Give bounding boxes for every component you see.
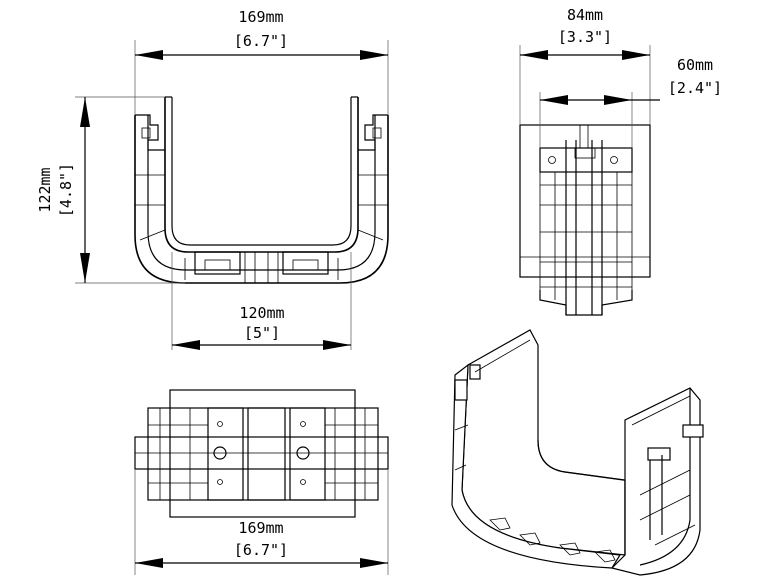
- top-width-mm: 169mm: [238, 8, 283, 26]
- bottom-view: [134, 389, 389, 518]
- inner-depth-in: [2.4"]: [668, 79, 722, 97]
- isometric-view: [451, 329, 704, 576]
- dimension-depth: 84mm [3.3"]: [519, 6, 651, 125]
- bottom-width-mm: 169mm: [238, 519, 283, 537]
- dimension-inner-width: 120mm [5"]: [171, 252, 352, 350]
- dimension-height: 122mm [4.8"]: [36, 96, 185, 284]
- bottom-width-in: [6.7"]: [234, 541, 288, 559]
- inner-width-mm: 120mm: [239, 304, 284, 322]
- side-view: [519, 124, 651, 316]
- height-in: [4.8"]: [57, 163, 75, 217]
- top-width-in: [6.7"]: [234, 32, 288, 50]
- depth-mm: 84mm: [567, 6, 603, 24]
- depth-in: [3.3"]: [558, 28, 612, 46]
- front-view: [134, 96, 389, 284]
- height-mm: 122mm: [36, 167, 54, 212]
- inner-depth-mm: 60mm: [677, 56, 713, 74]
- dimension-bottom-width: 169mm [6.7"]: [134, 469, 389, 575]
- dimension-top-width: 169mm [6.7"]: [134, 8, 389, 115]
- dimension-inner-depth: 60mm [2.4"]: [539, 56, 722, 148]
- inner-width-in: [5"]: [244, 324, 280, 342]
